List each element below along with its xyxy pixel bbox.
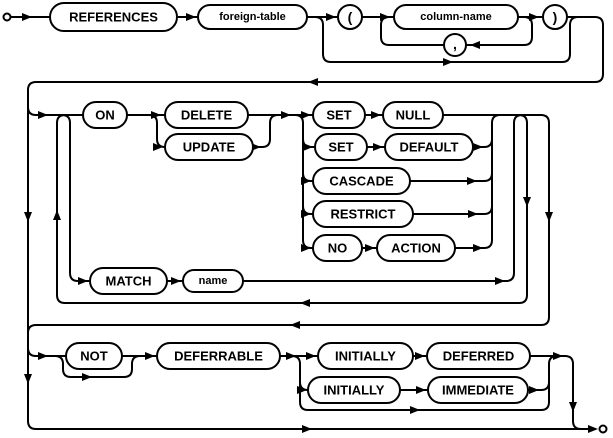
keyword-no-label: NO	[328, 241, 348, 256]
keyword-set-1-label: SET	[326, 108, 351, 123]
keyword-on: ON	[82, 101, 128, 129]
nonterminal-column-name-label: column-name	[420, 11, 492, 23]
keyword-initially-1-label: INITIALLY	[335, 349, 396, 364]
keyword-initially-2: INITIALLY	[307, 376, 401, 404]
nonterminal-name[interactable]: name	[182, 269, 244, 293]
keyword-update-label: UPDATE	[183, 140, 236, 155]
keyword-delete-label: DELETE	[181, 108, 233, 123]
keyword-restrict-label: RESTRICT	[331, 207, 396, 222]
arrowheads	[22, 13, 598, 433]
nonterminal-name-label: name	[199, 275, 228, 287]
keyword-default: DEFAULT	[384, 133, 474, 161]
keyword-default-label: DEFAULT	[400, 140, 459, 155]
keyword-null: NULL	[382, 101, 444, 129]
keyword-set-2: SET	[314, 133, 368, 161]
keyword-deferrable-label: DEFERRABLE	[174, 349, 263, 364]
punct-close-paren-label: )	[553, 9, 558, 25]
keyword-not: NOT	[65, 342, 123, 370]
keyword-restrict: RESTRICT	[312, 200, 414, 228]
end-terminal-icon	[598, 424, 608, 434]
nonterminal-column-name[interactable]: column-name	[393, 4, 519, 30]
keyword-delete: DELETE	[164, 101, 249, 129]
keyword-set-1: SET	[312, 101, 366, 129]
keyword-match-label: MATCH	[106, 274, 152, 289]
punct-comma-label: ,	[453, 36, 457, 52]
keyword-match: MATCH	[89, 267, 168, 295]
nonterminal-foreign-table-label: foreign-table	[219, 11, 286, 23]
keyword-cascade: CASCADE	[312, 167, 411, 195]
keyword-set-2-label: SET	[328, 140, 353, 155]
keyword-deferred: DEFERRED	[426, 342, 531, 370]
nonterminal-foreign-table[interactable]: foreign-table	[197, 4, 308, 30]
keyword-initially-2-label: INITIALLY	[324, 383, 385, 398]
keyword-initially-1: INITIALLY	[317, 342, 414, 370]
keyword-deferred-label: DEFERRED	[443, 349, 515, 364]
keyword-deferrable: DEFERRABLE	[156, 342, 281, 370]
keyword-action-label: ACTION	[391, 241, 441, 256]
keyword-null-label: NULL	[396, 108, 431, 123]
keyword-immediate-label: IMMEDIATE	[442, 383, 514, 398]
punct-close-paren: )	[542, 4, 568, 30]
keyword-references-label: REFERENCES	[69, 10, 158, 25]
keyword-cascade-label: CASCADE	[329, 174, 394, 189]
start-terminal-icon	[2, 12, 12, 22]
keyword-references: REFERENCES	[49, 2, 178, 32]
keyword-not-label: NOT	[80, 349, 108, 364]
keyword-no: NO	[312, 234, 363, 262]
keyword-immediate: IMMEDIATE	[427, 376, 529, 404]
punct-open-paren: (	[337, 4, 363, 30]
keyword-on-label: ON	[95, 108, 115, 123]
punct-comma: ,	[443, 33, 467, 57]
keyword-update: UPDATE	[164, 133, 254, 161]
keyword-action: ACTION	[376, 234, 456, 262]
punct-open-paren-label: (	[348, 9, 353, 25]
